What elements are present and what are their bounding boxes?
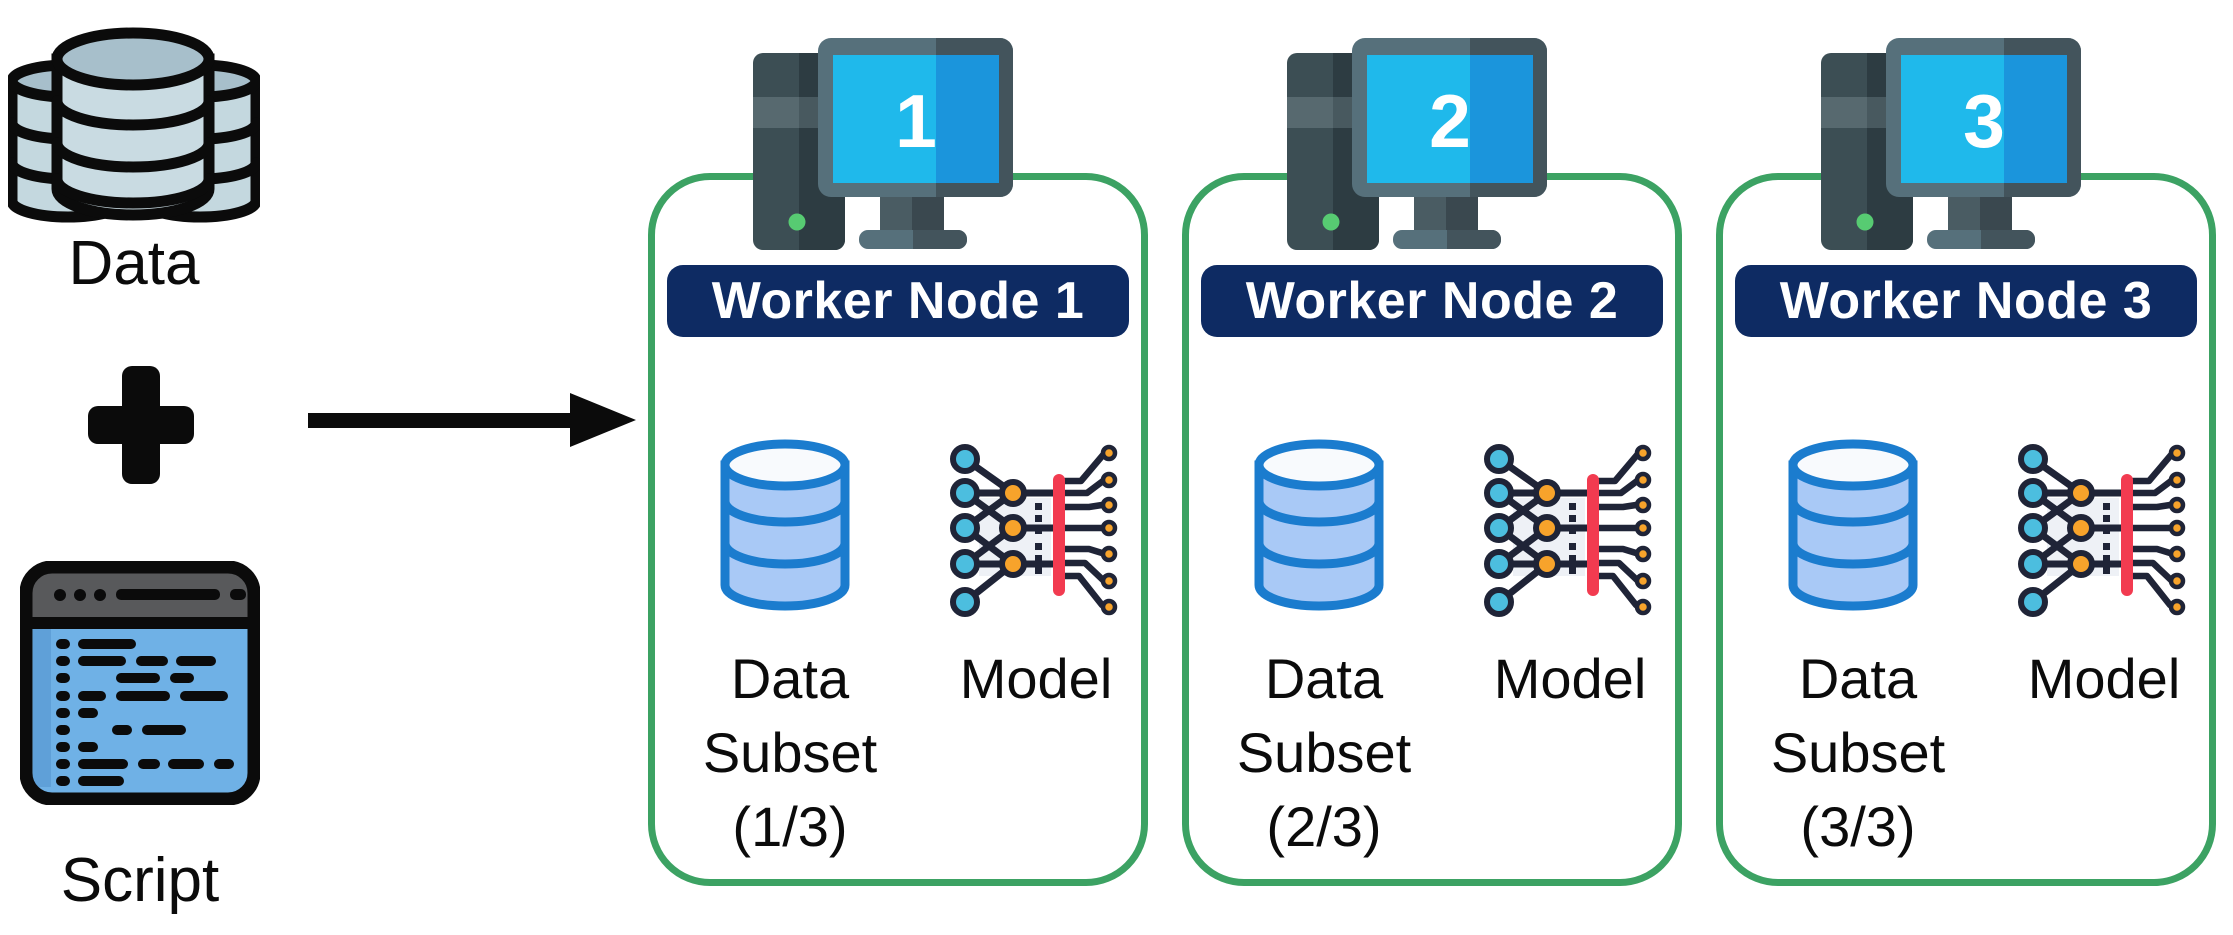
worker-node-title: Worker Node 1 [711, 272, 1085, 330]
data-subset-label: Data Subset (3/3) [1770, 647, 1946, 858]
worker-node-banner: Worker Node 2 [1201, 265, 1663, 337]
data-label: Data [68, 229, 200, 298]
model-label: Model [1493, 647, 1647, 710]
database-icon [720, 439, 850, 611]
power-led [1856, 213, 1874, 231]
computer-icon: 2 [1287, 38, 1547, 250]
worker-node-box-2: 2 Worker Node 2 [1182, 38, 1682, 886]
power-led [1322, 213, 1340, 231]
worker-node-banner: Worker Node 3 [1735, 265, 2197, 337]
monitor-base [1927, 230, 2035, 249]
plus-icon [88, 366, 194, 484]
arrow-right-icon [308, 393, 636, 447]
monitor-base [1393, 230, 1501, 249]
database-icon [1254, 439, 1384, 611]
script-window-icon [20, 561, 260, 805]
computer-icon: 3 [1821, 38, 2081, 250]
worker-node-title: Worker Node 2 [1245, 272, 1619, 330]
screen-number: 3 [1963, 79, 2005, 163]
worker-node-box-1: 1 Worker Node 1 [648, 38, 1148, 886]
data-subset-label: Data Subset (1/3) [702, 647, 878, 858]
data-subset-label: Data Subset (2/3) [1236, 647, 1412, 858]
monitor-base [859, 230, 967, 249]
neural-network-icon [950, 444, 1118, 617]
database-stack-icon [8, 27, 260, 223]
neural-network-icon [2018, 444, 2186, 617]
neural-network-icon [1484, 444, 1652, 617]
model-label: Model [959, 647, 1113, 710]
model-label: Model [2027, 647, 2181, 710]
power-led [788, 213, 806, 231]
database-icon [1788, 439, 1918, 611]
script-label: Script [60, 846, 220, 915]
worker-node-box-3: 3 Worker Node 3 [1716, 38, 2216, 886]
worker-node-title: Worker Node 3 [1779, 272, 2153, 330]
computer-icon: 1 [753, 38, 1013, 250]
worker-node-banner: Worker Node 1 [667, 265, 1129, 337]
screen-number: 2 [1429, 79, 1471, 163]
screen-number: 1 [895, 79, 937, 163]
